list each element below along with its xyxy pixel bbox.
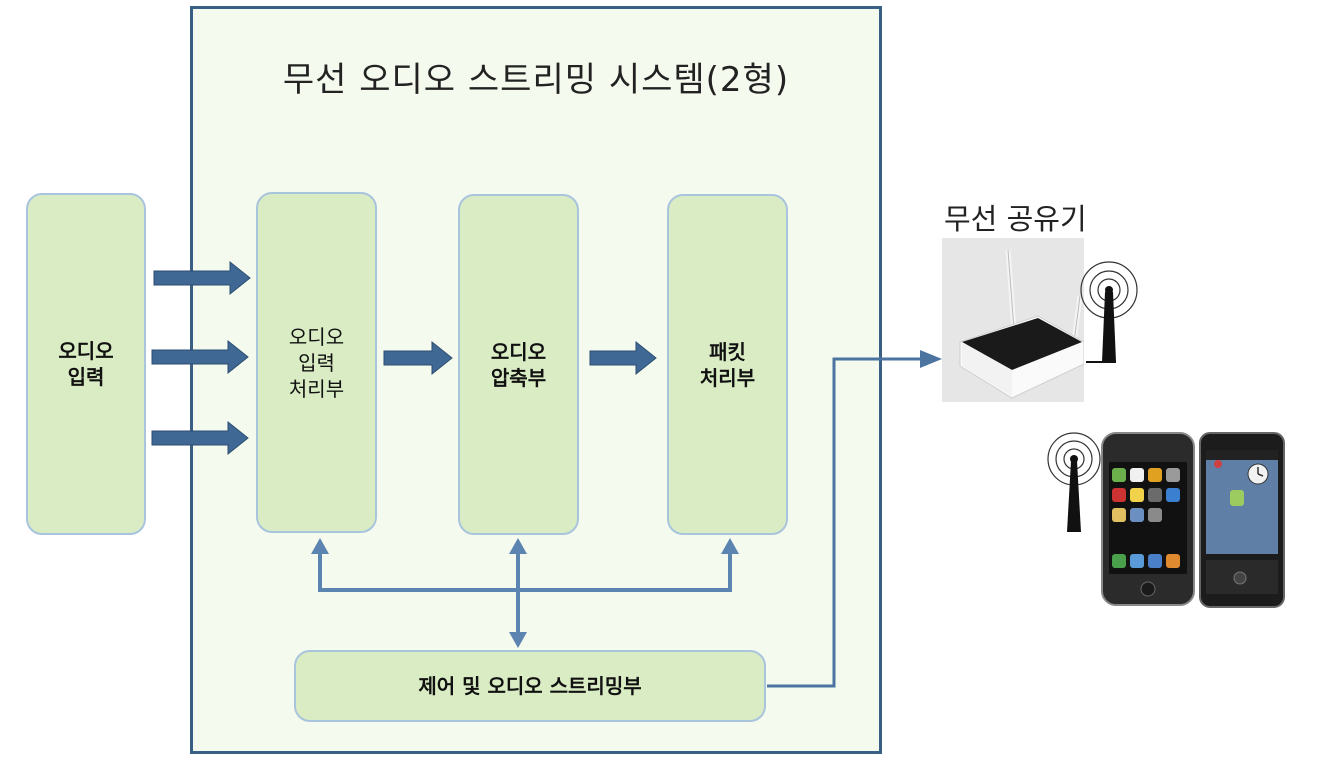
- right-arrow-icon: [153, 260, 251, 296]
- right-arrow-icon: [589, 340, 657, 376]
- system-title: 무선 오디오 스트리밍 시스템(2형): [282, 60, 790, 100]
- wifi-router-image: [942, 238, 1085, 402]
- smartphone-image: [1101, 432, 1285, 608]
- router-label: 무선 공유기: [944, 202, 1087, 236]
- right-arrow-icon: [151, 420, 249, 456]
- input-processor-block: 오디오 입력 처리부: [256, 192, 377, 533]
- arrow-heads: [311, 538, 739, 648]
- right-arrow-icon: [767, 350, 942, 688]
- controller-block: 제어 및 오디오 스트리밍부: [294, 650, 766, 722]
- packet-processor-block: 패킷 처리부: [667, 194, 788, 535]
- wifi-router-drawing: [942, 238, 1085, 402]
- antenna-signal-icon: [1047, 432, 1101, 532]
- audio-input-block: 오디오 입력: [26, 193, 146, 535]
- right-arrow-icon: [383, 340, 453, 376]
- compressor-block: 오디오 압축부: [458, 194, 579, 535]
- bidirectional-arrow-icon: [318, 552, 732, 632]
- antenna-signal-icon: [1080, 261, 1138, 363]
- right-arrow-icon: [151, 339, 249, 375]
